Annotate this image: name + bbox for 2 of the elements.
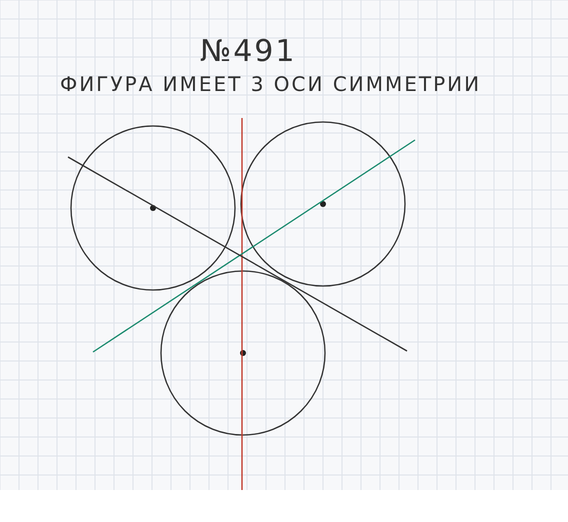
caption-text: ФИГУРА ИМЕЕТ 3 ОСИ СИММЕТРИИ — [60, 72, 482, 96]
title: №491 — [200, 34, 296, 69]
